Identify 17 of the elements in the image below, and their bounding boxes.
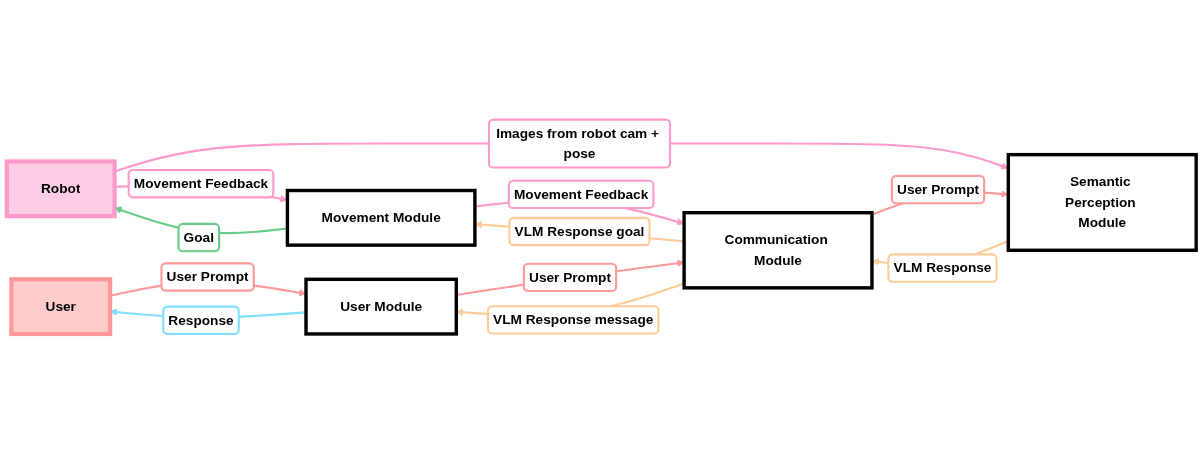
node-box: User bbox=[9, 277, 113, 337]
edge-label: Images from robot cam + pose bbox=[496, 125, 660, 161]
edge-label: User Prompt bbox=[529, 269, 612, 285]
edge-label: User Prompt bbox=[897, 181, 980, 197]
edge-label: VLM Response bbox=[893, 260, 992, 275]
edge-label: Response bbox=[168, 312, 234, 328]
node-box: Communication Module bbox=[682, 211, 874, 290]
edge-label: Movement Feedback bbox=[133, 175, 269, 191]
node-box: Robot bbox=[4, 159, 117, 219]
edge-label: VLM Response goal bbox=[514, 223, 645, 239]
edge-label: Movement Feedback bbox=[513, 186, 649, 202]
edge-label: VLM Response message bbox=[493, 312, 654, 327]
node-box: User Module bbox=[304, 277, 458, 336]
edge-label: Goal bbox=[183, 229, 214, 245]
edge-label: User Prompt bbox=[166, 269, 249, 284]
node-box: Movement Module bbox=[285, 188, 477, 247]
node-box: Semantic Perception Module bbox=[1006, 152, 1198, 252]
